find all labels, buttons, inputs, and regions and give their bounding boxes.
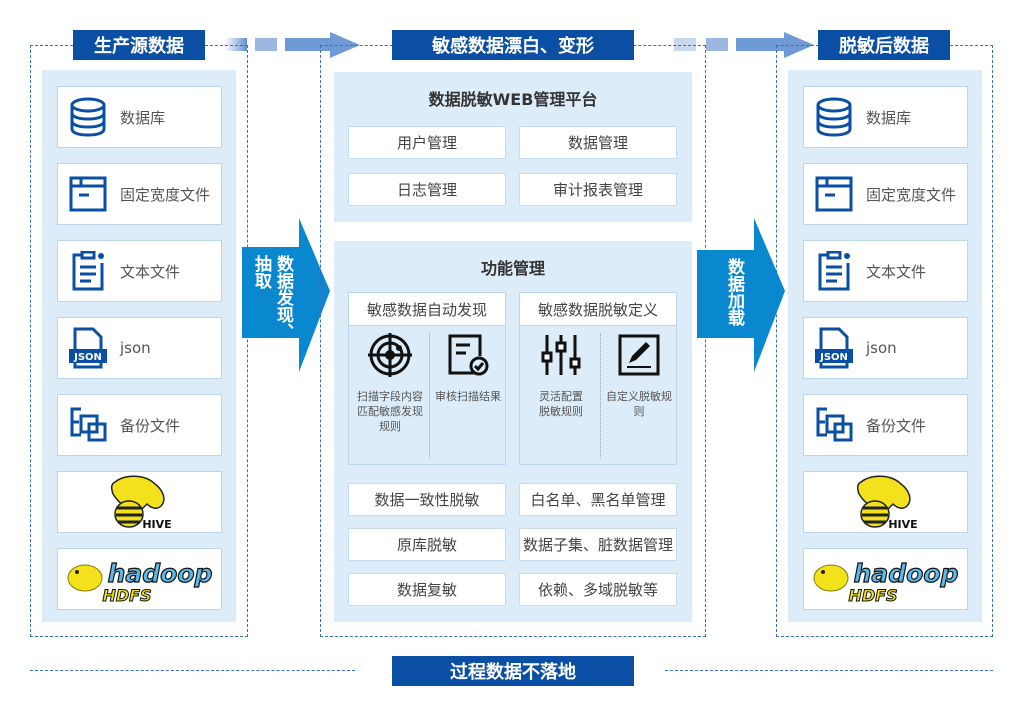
flow-arrow-top-right — [674, 32, 814, 58]
source-item: JSON json — [57, 317, 222, 379]
edit-icon — [618, 334, 660, 376]
json-file-icon: JSON — [68, 327, 108, 369]
in-place-masking-button[interactable]: 原库脱敏 — [348, 528, 506, 561]
target-item: 数据库 — [803, 86, 968, 148]
hive-logo-text: HIVE — [142, 518, 171, 530]
target-item: 固定宽度文件 — [803, 163, 968, 225]
source-item-label: 备份文件 — [120, 416, 181, 435]
sliders-icon — [541, 335, 581, 375]
document-check-icon — [448, 334, 489, 376]
divider — [600, 333, 601, 458]
source-title: 生产源数据 — [73, 30, 205, 60]
flexible-rule-label: 灵活配置脱敏规则 — [539, 390, 583, 418]
target-item-label: 数据库 — [866, 108, 912, 127]
consistent-masking-button[interactable]: 数据一致性脱敏 — [348, 483, 506, 516]
footer-line-right — [665, 670, 993, 671]
target-item-label: 固定宽度文件 — [866, 185, 957, 204]
text-file-icon — [68, 251, 108, 291]
source-item-label: 数据库 — [120, 108, 166, 127]
source-item-label: 文本文件 — [120, 262, 181, 281]
target-item-label: json — [866, 339, 897, 357]
hdfs-logo-text: HDFS — [102, 586, 151, 604]
database-icon — [68, 97, 108, 137]
target-item-label: 文本文件 — [866, 262, 927, 281]
platform-panel: 数据脱敏WEB管理平台 用户管理 数据管理 日志管理 审计报表管理 — [334, 72, 692, 222]
extract-arrow-text-1: 数据发现、 — [273, 255, 293, 340]
user-management-button[interactable]: 用户管理 — [348, 126, 506, 159]
load-arrow — [697, 218, 785, 372]
scan-rule-cell[interactable]: 扫描字段内容匹配敏感发现规则 — [351, 333, 429, 434]
database-icon — [814, 97, 854, 137]
window-icon — [814, 174, 854, 214]
custom-rule-label: 自定义脱敏规则 — [606, 390, 672, 418]
hadoop-logo-text: hadoop — [107, 559, 212, 588]
hadoop-logo-text: hadoop — [853, 559, 958, 588]
svg-text:JSON: JSON — [73, 352, 102, 363]
target-item: JSON json — [803, 317, 968, 379]
target-item: 文本文件 — [803, 240, 968, 302]
discovery-title: 敏感数据自动发现 — [349, 293, 505, 326]
backup-icon — [814, 405, 854, 445]
function-panel: 功能管理 敏感数据自动发现 扫描字段内容匹配敏感发现规则 审核扫描结果 敏感数据… — [334, 241, 692, 622]
svg-text:JSON: JSON — [819, 352, 848, 363]
source-item-label: json — [120, 339, 151, 357]
hive-logo-text: HIVE — [888, 518, 917, 530]
source-item: 数据库 — [57, 86, 222, 148]
data-subset-button[interactable]: 数据子集、脏数据管理 — [519, 528, 677, 561]
flexible-rule-cell[interactable]: 灵活配置脱敏规则 — [522, 333, 600, 419]
text-file-icon — [814, 251, 854, 291]
audit-report-button[interactable]: 审计报表管理 — [519, 173, 677, 206]
footer-label: 过程数据不落地 — [392, 656, 634, 686]
divider — [429, 333, 430, 458]
definition-title: 敏感数据脱敏定义 — [520, 293, 676, 326]
review-scan-label: 审核扫描结果 — [435, 390, 501, 403]
target-scan-icon — [368, 333, 412, 377]
function-title: 功能管理 — [480, 259, 545, 278]
source-item: 固定宽度文件 — [57, 163, 222, 225]
data-management-button[interactable]: 数据管理 — [519, 126, 677, 159]
middle-title: 敏感数据漂白、变形 — [392, 30, 634, 60]
json-file-icon: JSON — [814, 327, 854, 369]
data-remasking-button[interactable]: 数据复敏 — [348, 573, 506, 606]
source-item-label: 固定宽度文件 — [120, 185, 211, 204]
extract-arrow — [242, 218, 330, 372]
target-item: 备份文件 — [803, 394, 968, 456]
log-management-button[interactable]: 日志管理 — [348, 173, 506, 206]
hive-logo: HIVE — [803, 471, 968, 533]
window-icon — [68, 174, 108, 214]
source-item: 文本文件 — [57, 240, 222, 302]
target-title: 脱敏后数据 — [818, 30, 950, 60]
source-item: 备份文件 — [57, 394, 222, 456]
scan-rule-label: 扫描字段内容匹配敏感发现规则 — [357, 390, 423, 433]
hdfs-logo-text: HDFS — [848, 586, 897, 604]
backup-icon — [68, 405, 108, 445]
discovery-box: 敏感数据自动发现 扫描字段内容匹配敏感发现规则 审核扫描结果 — [348, 292, 506, 465]
extract-arrow-text-2: 抽取 — [251, 255, 271, 289]
whitelist-blacklist-button[interactable]: 白名单、黑名单管理 — [519, 483, 677, 516]
load-arrow-text: 数据加载 — [724, 258, 744, 326]
target-item-label: 备份文件 — [866, 416, 927, 435]
platform-title: 数据脱敏WEB管理平台 — [428, 90, 598, 109]
footer-line-left — [30, 670, 355, 671]
definition-box: 敏感数据脱敏定义 灵活配置脱敏规则 自定义脱敏规则 — [519, 292, 677, 465]
custom-rule-cell[interactable]: 自定义脱敏规则 — [600, 333, 678, 419]
multi-domain-button[interactable]: 依赖、多域脱敏等 — [519, 573, 677, 606]
review-scan-cell[interactable]: 审核扫描结果 — [429, 333, 507, 404]
hive-logo: HIVE — [57, 471, 222, 533]
